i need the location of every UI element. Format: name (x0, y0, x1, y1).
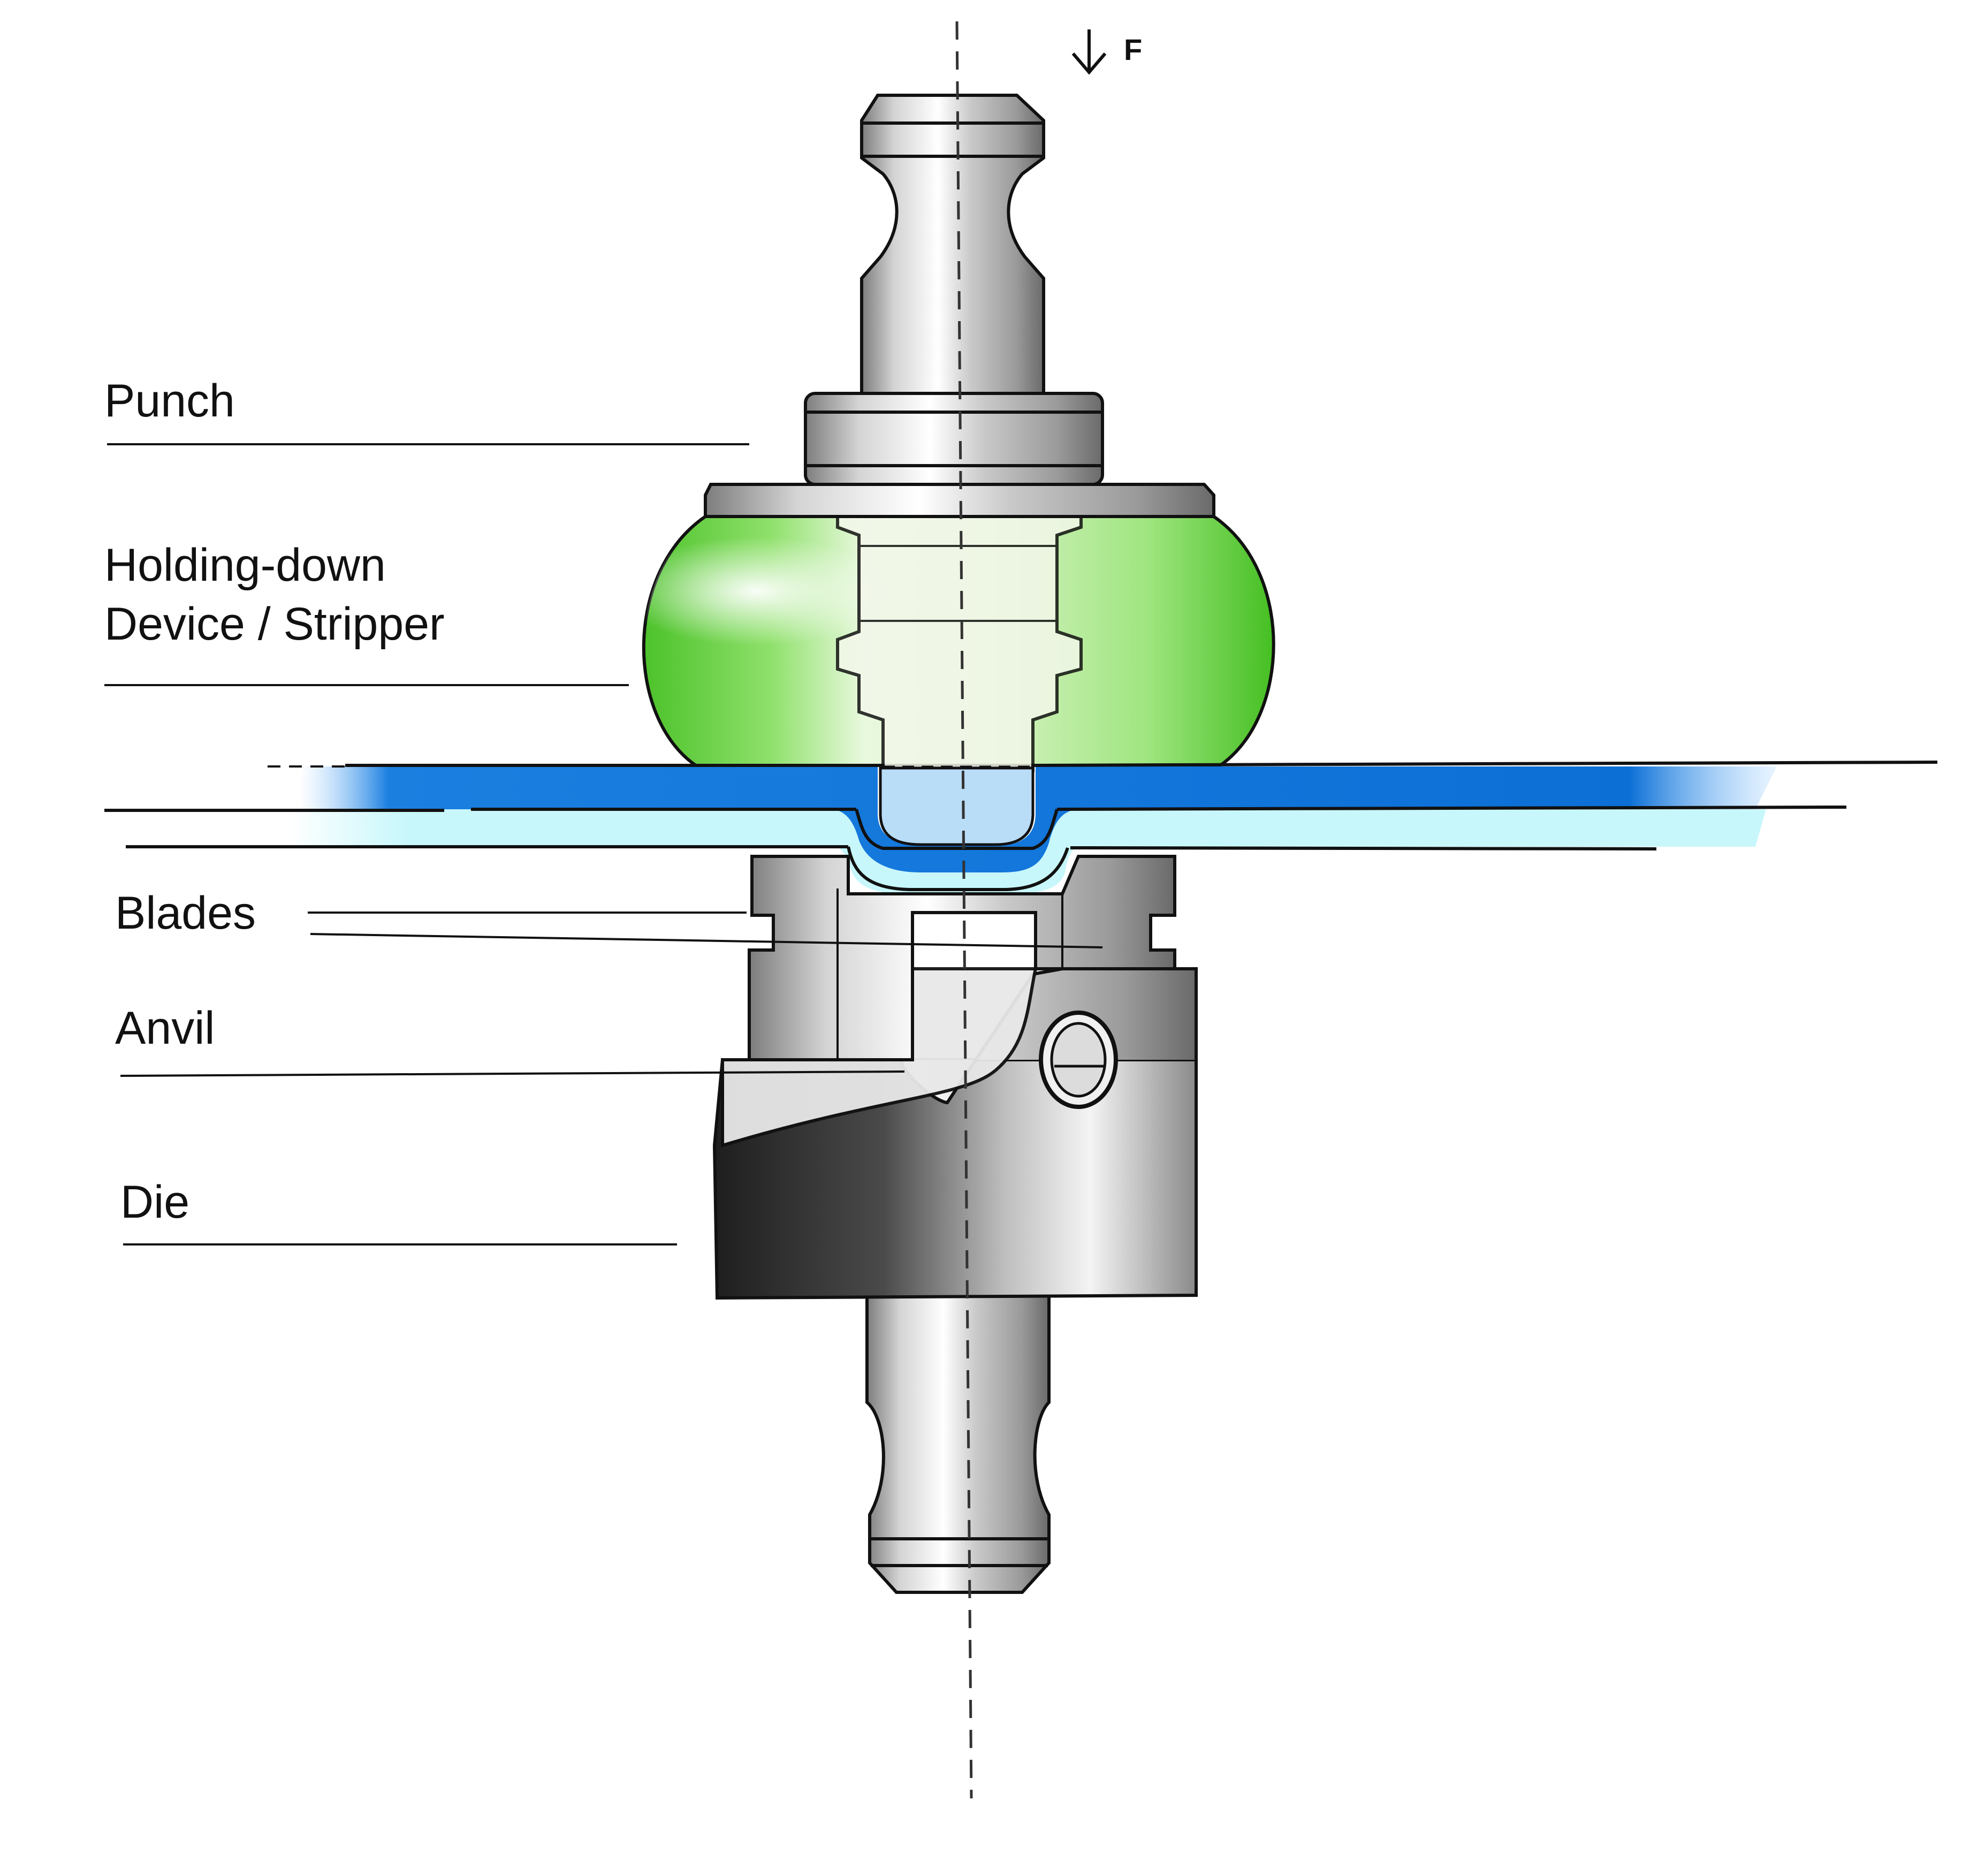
blades (748, 855, 1176, 1061)
label-punch-group: Punch (104, 375, 749, 445)
punch-collar (804, 392, 1104, 486)
die-shank (865, 1294, 1051, 1594)
label-anvil-group: Anvil (115, 1002, 905, 1077)
sheet-metal-layers (104, 761, 1938, 895)
centre-axis (955, 21, 973, 1799)
force-label: F (1124, 33, 1142, 66)
label-punch: Punch (104, 375, 235, 427)
label-anvil: Anvil (115, 1002, 215, 1054)
clinch-cup (879, 766, 1035, 846)
leader-anvil (120, 1070, 905, 1077)
upper-sheet (300, 766, 1777, 872)
label-blades-group: Blades (115, 887, 1103, 948)
label-holding-down-line1: Holding-down (104, 540, 386, 591)
label-holding-down-line2: Device / Stripper (104, 598, 445, 650)
force-arrow-icon (1071, 29, 1107, 75)
holding-down-device (642, 515, 1275, 772)
punch (704, 94, 1215, 518)
label-die-group: Die (120, 1176, 677, 1245)
label-holding-down-group: Holding-down Device / Stripper (104, 540, 629, 686)
leader-blades-2 (310, 933, 1103, 948)
die (712, 855, 1198, 1594)
label-blades: Blades (115, 887, 256, 939)
punch-stem (836, 515, 1083, 772)
die-screw (1039, 1011, 1118, 1109)
punch-head (860, 94, 1045, 395)
lower-sheet (289, 809, 1766, 895)
label-die: Die (120, 1176, 189, 1228)
